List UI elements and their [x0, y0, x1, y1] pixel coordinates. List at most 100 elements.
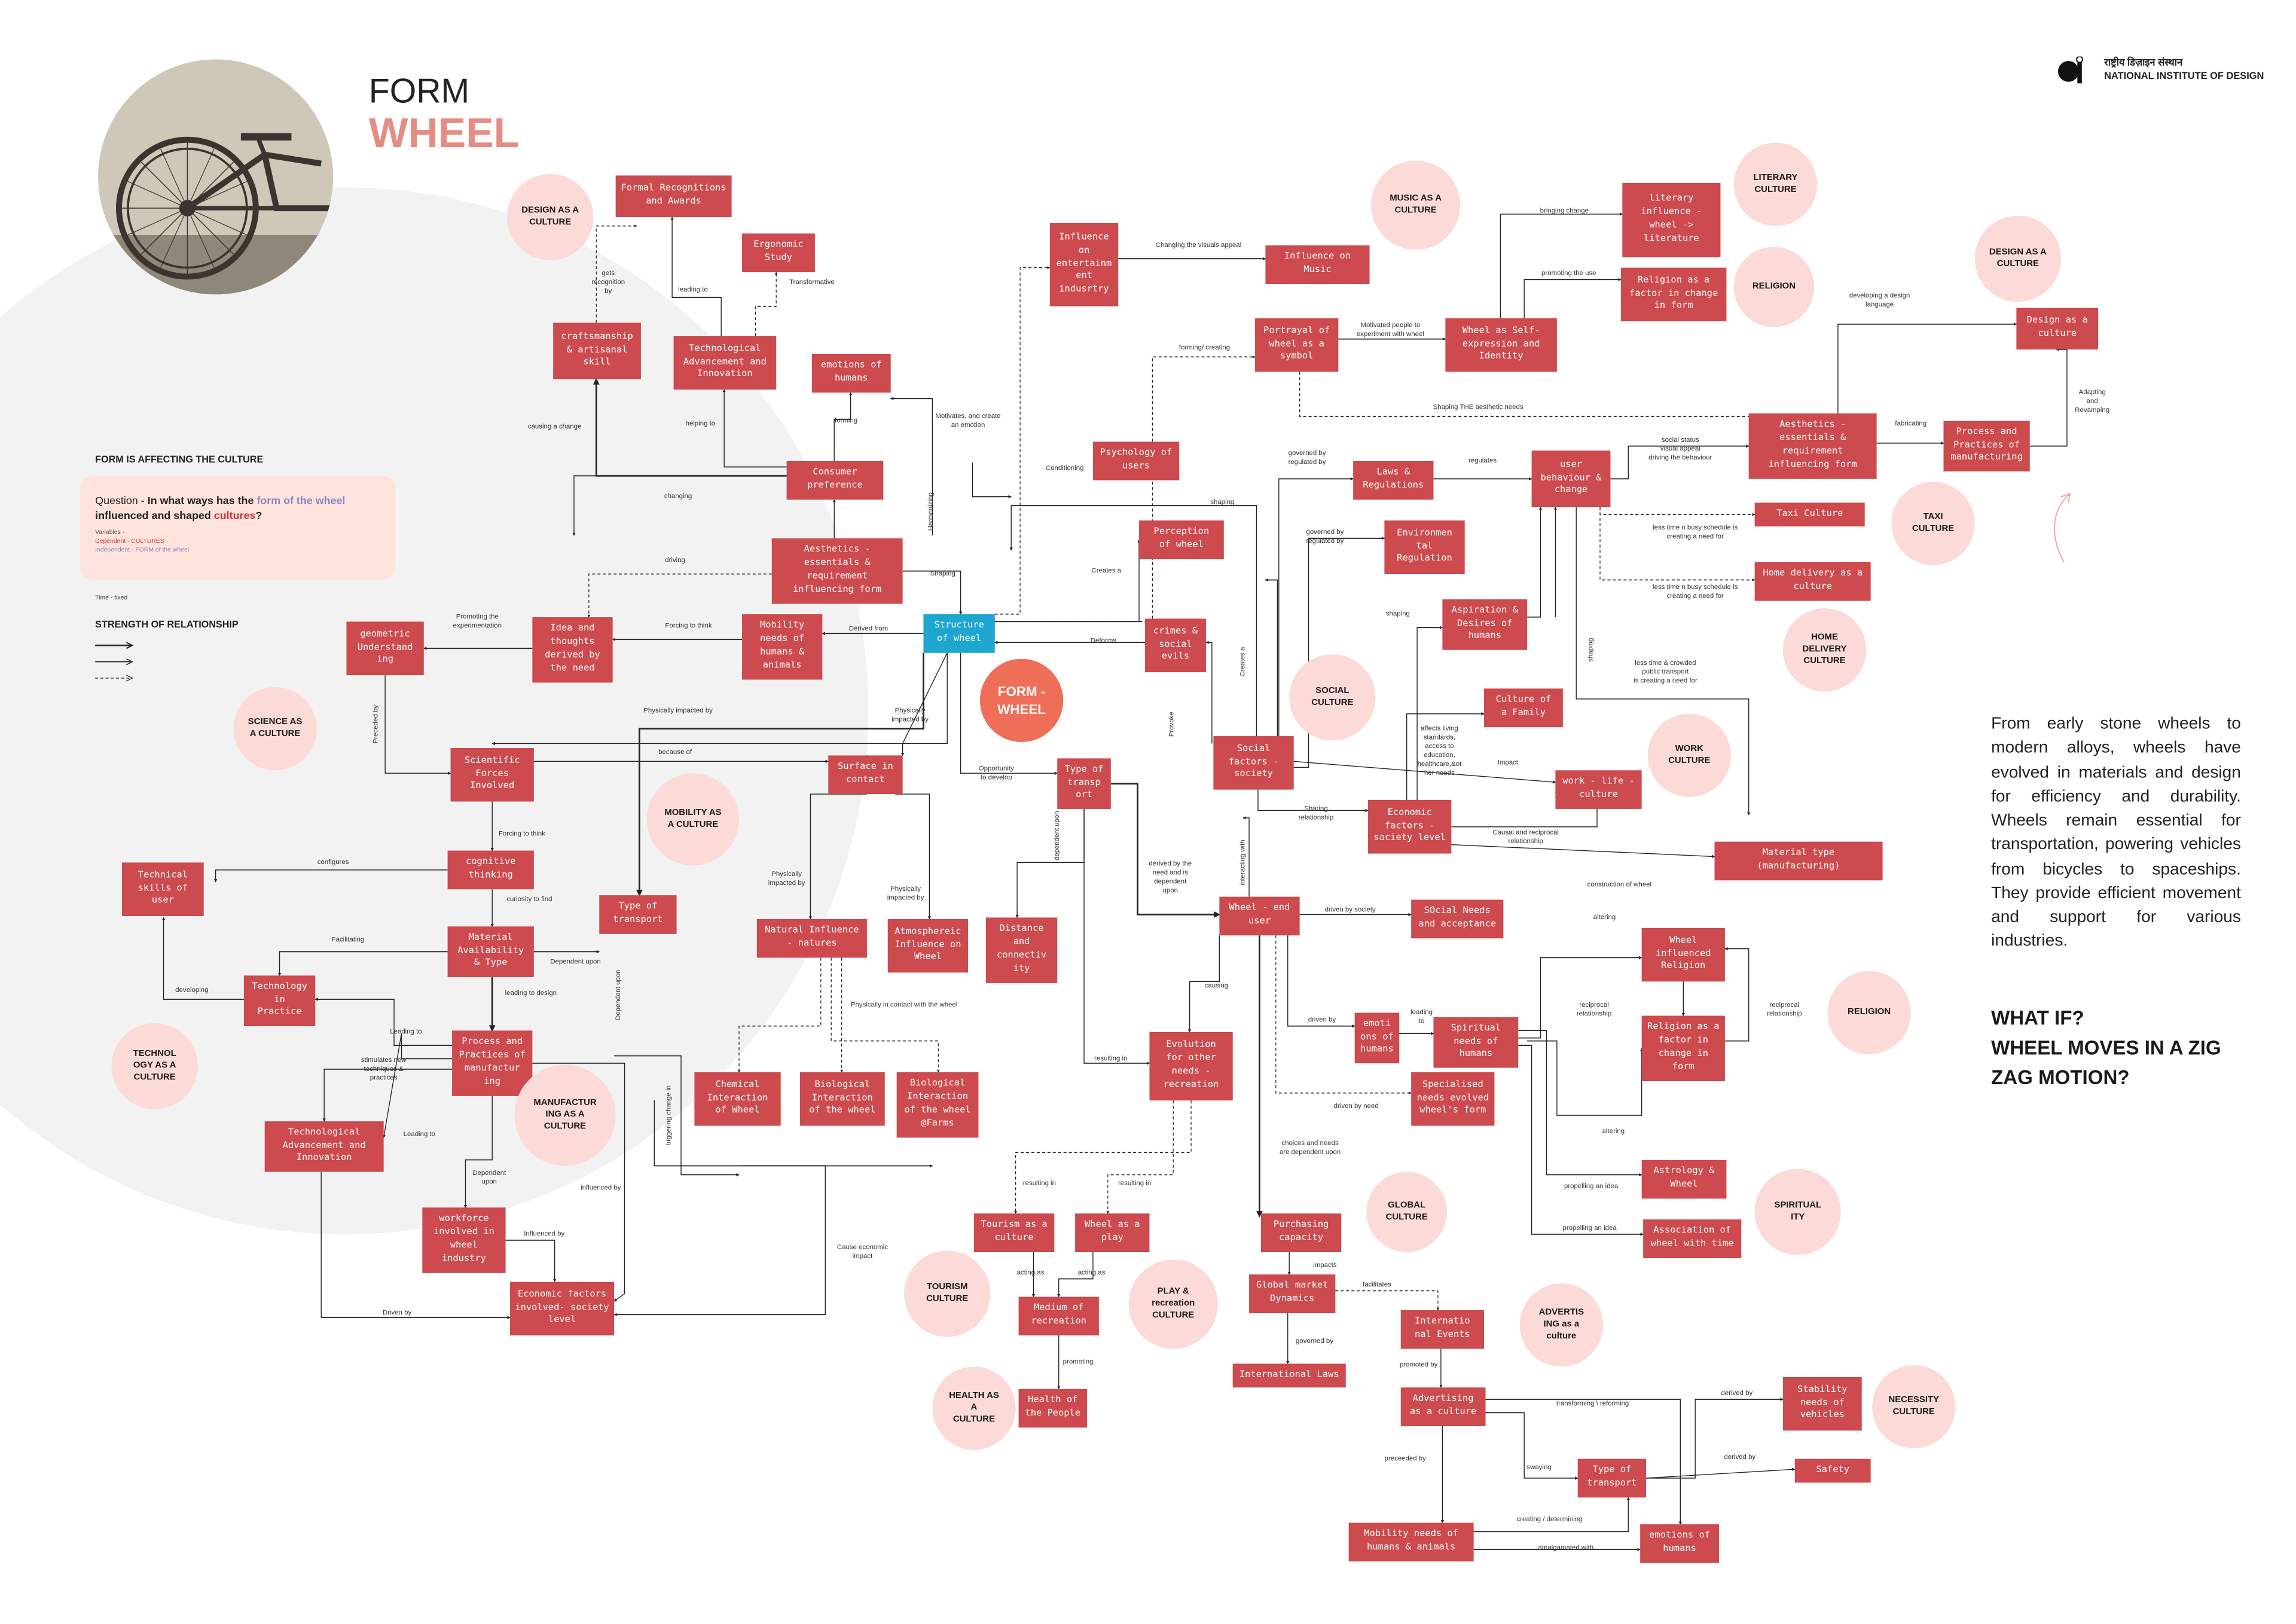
edge-label-social-status: social status visual appeal driving the … — [1648, 435, 1712, 461]
node-chemical: Chemical Interaction of Wheel — [694, 1072, 781, 1126]
edge-label-acting-as-1: acting as — [1016, 1268, 1045, 1276]
edge-2 — [755, 271, 778, 337]
edge-label-developing-lang: developing a design language — [1849, 291, 1910, 308]
edge-label-sharing-rel: Sharing relationship — [1298, 804, 1334, 821]
edge-10 — [890, 396, 933, 536]
edge-label-creating-determining: creating / determining — [1516, 1515, 1583, 1523]
edge-label-driven-society: driven by society — [1324, 905, 1376, 914]
edge-label-reciprocal-1: reciprocal relationship — [1576, 1000, 1612, 1018]
edge-label-regulates: regulates — [1468, 456, 1497, 464]
bubble-manufacturing-culture: MANUFACTUR ING AS A CULTURE — [514, 1064, 616, 1166]
bubble-home-delivery-culture: HOME DELIVERY CULTURE — [1782, 608, 1867, 692]
node-influence-ent: Influence on entertainm ent indusrtry — [1049, 223, 1119, 307]
bubble-design-culture-right: DESIGN AS A CULTURE — [1974, 215, 2061, 302]
node-medium-recreation: Medium of recreation — [1018, 1296, 1099, 1336]
edge-83 — [382, 1033, 453, 1138]
edge-label-causal-reciprocal: Causal and reciprocal relationship — [1492, 828, 1559, 845]
edge-28 — [1576, 507, 1751, 816]
edge-label-dependent-upon-2: Dependent upon — [550, 957, 601, 966]
edge-label-altering-1: altering — [1593, 913, 1616, 921]
edge-85 — [463, 1095, 493, 1208]
edge-label-facilitating: Facilitating — [331, 935, 365, 943]
edge-68 — [1275, 935, 1412, 1095]
edge-label-shaping-a: Shaping — [930, 569, 955, 577]
edge-label-leading-to-3: leading to — [1410, 1008, 1433, 1025]
bubble-work-culture: WORK CULTURE — [1647, 713, 1731, 798]
bubble-science-culture: SCIENCE AS A CULTURE — [233, 686, 317, 771]
bubble-taxi-culture: TAXI CULTURE — [1891, 481, 1975, 566]
strength-heading: STRENGTH OF RELATIONSHIP — [95, 620, 239, 631]
bubble-advertising-culture: ADVERTIS ING as a culture — [1519, 1283, 1603, 1367]
node-stability: Stability needs of vehicles — [1782, 1376, 1862, 1431]
node-design-culture-node: Design as a culture — [2016, 307, 2099, 350]
edge-label-developing: developing — [175, 985, 209, 994]
node-health-people: Health of the People — [1018, 1388, 1087, 1428]
node-evolution: Evolution for other needs - recreation — [1149, 1031, 1233, 1101]
node-cognitive: cognitive thinking — [447, 850, 534, 890]
edge-25 — [1610, 444, 1750, 480]
edge-label-triggering: triggering change in — [664, 1085, 673, 1146]
edge-105 — [1473, 1497, 1631, 1533]
node-atmospheric: Atmosphereic Influence on Wheel — [887, 918, 969, 973]
edge-94 — [1057, 1252, 1094, 1298]
edge-92 — [1106, 1100, 1174, 1214]
node-natural-influence: Natural Influence - natures — [756, 918, 867, 958]
edge-50 — [900, 652, 948, 756]
question-box: Question - In what ways has the form of … — [80, 475, 396, 580]
edge-5 — [833, 392, 853, 461]
edge-label-promoting: promoting — [1062, 1357, 1094, 1366]
edge-82 — [322, 1069, 453, 1122]
edge-label-derived-need: derived by the need and is dependent upo… — [1149, 859, 1192, 894]
description-text: From early stone wheels to modern alloys… — [1991, 715, 2241, 951]
edge-84 — [532, 1063, 625, 1302]
edge-label-reciprocal-2: reciprocal relationship — [1767, 1000, 1802, 1018]
bubble-global-culture: GLOBAL CULTURE — [1366, 1171, 1447, 1253]
node-ergonomic: Ergonomic Study — [742, 233, 815, 273]
edge-57 — [895, 793, 932, 920]
node-culture-family: Culture of a Family — [1484, 688, 1563, 728]
edge-103 — [1646, 1397, 1784, 1479]
bubble-mobility-culture: MOBILITY AS A CULTURE — [646, 773, 740, 866]
node-literary: literary influence - wheel -> literature — [1622, 182, 1721, 258]
node-international-events: Internatio nal Events — [1400, 1310, 1485, 1349]
edge-label-fabricating: fabricating — [1895, 419, 1927, 427]
bicycle-wheel-photo — [98, 59, 334, 295]
edge-104 — [1646, 1467, 1796, 1479]
edge-label-because-of: because of — [658, 747, 692, 756]
curved-arrow-decor — [2054, 493, 2071, 563]
edge-label-dependent-upon-4: Dependent upon — [472, 1168, 506, 1186]
edge-21 — [1299, 371, 1813, 480]
node-material-type: Material type (manufacturing) — [1714, 841, 1883, 881]
node-aspiration: Aspiration & Desires of humans — [1442, 599, 1528, 650]
edge-77 — [1187, 935, 1220, 1033]
edge-label-construction: construction of wheel — [1587, 880, 1652, 888]
edge-label-driven-by-2: Driven by — [382, 1308, 412, 1317]
edge-label-phys-impacted-3: Physically impacted by — [768, 869, 805, 887]
edge-54 — [213, 869, 448, 883]
bubble-center: FORM - WHEEL — [979, 658, 1064, 743]
edge-label-curiosity: curiosity to find — [506, 895, 552, 903]
edge-label-creates-a: Creates a — [1091, 566, 1122, 575]
edge-76 — [1518, 1045, 1644, 1236]
edge-4 — [722, 389, 787, 468]
edge-label-adapting: Adapting and Revamping — [2075, 388, 2110, 414]
node-crimes: crimes & social evils — [1144, 618, 1206, 673]
edge-63 — [1015, 808, 1085, 918]
variables-label: Variables - — [95, 528, 125, 536]
node-religion-factor-bottom: Religion as a factor in change in form — [1641, 1015, 1725, 1082]
edge-label-acting-as-2: acting as — [1077, 1268, 1106, 1276]
edge-label-derived-by-1: derived by — [1721, 1388, 1753, 1397]
node-economic-society: Economic factors - society level — [1368, 800, 1452, 854]
edge-label-driving: driving — [665, 556, 685, 564]
edge-label-preceeded-by: preceeded by — [1384, 1454, 1426, 1462]
node-self-expression: Wheel as Self- expression and Identity — [1445, 318, 1557, 372]
node-consumer-pref: Consumer preference — [786, 460, 884, 500]
edge-label-forming: forming — [835, 416, 858, 424]
bubble-health-culture: HEALTH AS A CULTURE — [932, 1366, 1016, 1450]
node-material-avail: Material Availability & Type — [447, 926, 534, 977]
edge-label-driven-by-1: driven by — [1308, 1015, 1336, 1024]
edge-56 — [808, 793, 867, 920]
edge-label-bringing-change: bringing change — [1540, 206, 1589, 215]
